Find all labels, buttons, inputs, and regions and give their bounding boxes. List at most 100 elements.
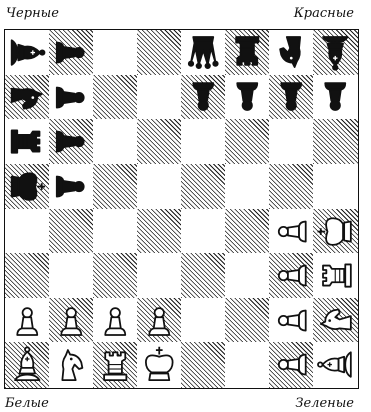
board-square[interactable] [5, 30, 50, 75]
black-pawn-icon[interactable] [49, 119, 94, 164]
board-square[interactable] [49, 119, 94, 164]
board-square[interactable] [93, 298, 138, 343]
black-queen-icon[interactable] [181, 30, 226, 75]
white-bishop-icon[interactable] [313, 342, 358, 387]
board-square[interactable] [93, 209, 138, 254]
board-square[interactable] [93, 253, 138, 298]
board-square[interactable] [225, 164, 270, 209]
white-pawn-icon[interactable] [269, 253, 314, 298]
player-label-black: Черные [6, 6, 59, 21]
board-square[interactable] [137, 342, 182, 387]
board-square[interactable] [49, 30, 94, 75]
board-square[interactable] [5, 119, 50, 164]
black-king-icon[interactable] [5, 164, 50, 209]
white-knight-icon[interactable] [49, 342, 94, 387]
board-square[interactable] [313, 253, 358, 298]
board-square[interactable] [313, 75, 358, 120]
black-pawn-icon[interactable] [181, 75, 226, 120]
board-square[interactable] [49, 342, 94, 387]
board-square[interactable] [93, 30, 138, 75]
player-label-green: Зеленые [295, 396, 354, 411]
board-square[interactable] [181, 342, 226, 387]
board-square[interactable] [269, 209, 314, 254]
board-square[interactable] [93, 342, 138, 387]
board-square[interactable] [93, 75, 138, 120]
black-pawn-icon[interactable] [225, 75, 270, 120]
board-square[interactable] [313, 164, 358, 209]
board-square[interactable] [181, 298, 226, 343]
board-square[interactable] [5, 164, 50, 209]
board-square[interactable] [269, 164, 314, 209]
black-rook-icon[interactable] [5, 119, 50, 164]
board-square[interactable] [49, 164, 94, 209]
black-knight-icon[interactable] [5, 75, 50, 120]
black-pawn-icon[interactable] [313, 75, 358, 120]
board-square[interactable] [225, 253, 270, 298]
board-square[interactable] [5, 298, 50, 343]
board-square[interactable] [5, 342, 50, 387]
board-square[interactable] [225, 30, 270, 75]
board-square[interactable] [49, 209, 94, 254]
black-bishop-icon[interactable] [5, 30, 50, 75]
board-square[interactable] [5, 209, 50, 254]
white-pawn-icon[interactable] [269, 209, 314, 254]
white-rook-icon[interactable] [93, 342, 138, 387]
board-square[interactable] [137, 209, 182, 254]
black-pawn-icon[interactable] [49, 75, 94, 120]
board-square[interactable] [181, 209, 226, 254]
board-square[interactable] [269, 298, 314, 343]
board-square[interactable] [137, 164, 182, 209]
board-square[interactable] [137, 75, 182, 120]
black-rook-icon[interactable] [225, 30, 270, 75]
board-square[interactable] [181, 119, 226, 164]
board-square[interactable] [49, 253, 94, 298]
white-king-icon[interactable] [313, 209, 358, 254]
four-player-chess-board [4, 29, 359, 389]
board-square[interactable] [269, 75, 314, 120]
board-square[interactable] [225, 75, 270, 120]
board-square[interactable] [49, 75, 94, 120]
board-square[interactable] [225, 342, 270, 387]
board-square[interactable] [269, 30, 314, 75]
board-square[interactable] [181, 164, 226, 209]
black-pawn-icon[interactable] [269, 75, 314, 120]
board-square[interactable] [5, 75, 50, 120]
white-pawn-icon[interactable] [93, 298, 138, 343]
black-bishop-icon[interactable] [313, 30, 358, 75]
board-square[interactable] [225, 298, 270, 343]
board-square[interactable] [93, 164, 138, 209]
board-square[interactable] [181, 253, 226, 298]
board-square[interactable] [181, 75, 226, 120]
board-square[interactable] [225, 119, 270, 164]
board-square[interactable] [313, 30, 358, 75]
white-pawn-icon[interactable] [269, 342, 314, 387]
board-square[interactable] [137, 119, 182, 164]
board-square[interactable] [313, 298, 358, 343]
board-square[interactable] [313, 119, 358, 164]
white-bishop-icon[interactable] [5, 342, 50, 387]
board-square[interactable] [269, 342, 314, 387]
board-square[interactable] [269, 253, 314, 298]
board-square[interactable] [225, 209, 270, 254]
board-square[interactable] [137, 298, 182, 343]
board-square[interactable] [5, 253, 50, 298]
white-pawn-icon[interactable] [137, 298, 182, 343]
black-knight-icon[interactable] [269, 30, 314, 75]
chess-board-container [4, 29, 359, 389]
white-rook-icon[interactable] [313, 253, 358, 298]
black-pawn-icon[interactable] [49, 164, 94, 209]
white-king-icon[interactable] [137, 342, 182, 387]
board-square[interactable] [49, 298, 94, 343]
white-knight-icon[interactable] [313, 298, 358, 343]
board-square[interactable] [313, 209, 358, 254]
board-square[interactable] [137, 30, 182, 75]
white-pawn-icon[interactable] [49, 298, 94, 343]
white-pawn-icon[interactable] [5, 298, 50, 343]
board-square[interactable] [313, 342, 358, 387]
white-pawn-icon[interactable] [269, 298, 314, 343]
black-pawn-icon[interactable] [49, 30, 94, 75]
board-square[interactable] [181, 30, 226, 75]
board-square[interactable] [269, 119, 314, 164]
board-square[interactable] [93, 119, 138, 164]
board-square[interactable] [137, 253, 182, 298]
